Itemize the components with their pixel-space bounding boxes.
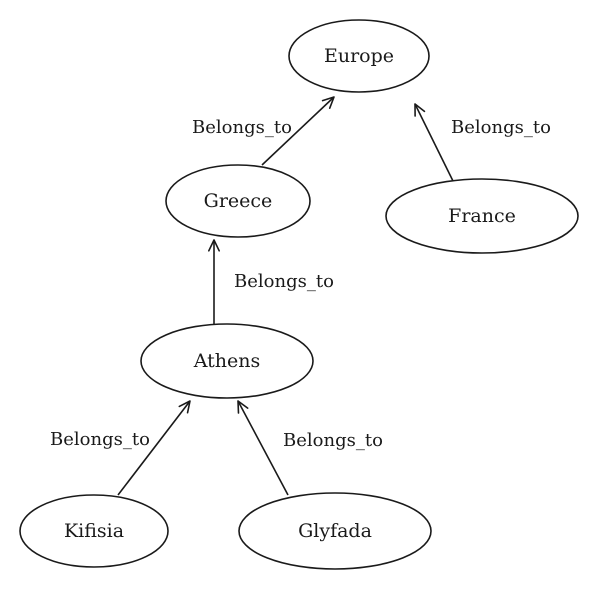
edge-line [414,103,454,182]
node-label: Kifisia [64,520,124,542]
node-label: Europe [324,45,394,67]
edge-glyfada-to-athens: Belongs_to [237,400,383,496]
node-ellipse [19,494,169,568]
node-kifisia: Kifisia [19,494,169,568]
arrow-head-icon [207,239,221,252]
node-athens: Athens [140,323,314,399]
node-france: France [385,178,579,254]
node-glyfada: Glyfada [238,492,432,570]
edge-label: Belongs_to [234,271,334,292]
edge-label: Belongs_to [283,430,383,451]
edge-france-to-europe: Belongs_to [414,103,551,182]
node-ellipse [165,164,311,238]
edge-kifisia-to-athens: Belongs_to [50,400,191,496]
edge-greece-to-europe: Belongs_to [192,96,335,166]
edge-label: Belongs_to [451,117,551,138]
node-label: France [448,205,516,227]
arrow-head-icon [178,400,191,414]
arrow-head-icon [237,400,249,414]
edge-line [237,400,289,496]
edge-label: Belongs_to [50,429,150,450]
node-europe: Europe [288,19,430,93]
node-ellipse [140,323,314,399]
node-ellipse [385,178,579,254]
edge-athens-to-greece: Belongs_to [207,239,334,324]
arrow-head-icon [321,96,335,110]
node-label: Athens [193,350,261,372]
node-label: Glyfada [298,520,372,542]
edge-line [117,400,191,496]
edge-line [261,96,335,166]
node-ellipse [288,19,430,93]
edge-label: Belongs_to [192,117,292,138]
arrow-head-icon [414,103,426,117]
node-ellipse [238,492,432,570]
node-greece: Greece [165,164,311,238]
node-label: Greece [204,190,273,212]
